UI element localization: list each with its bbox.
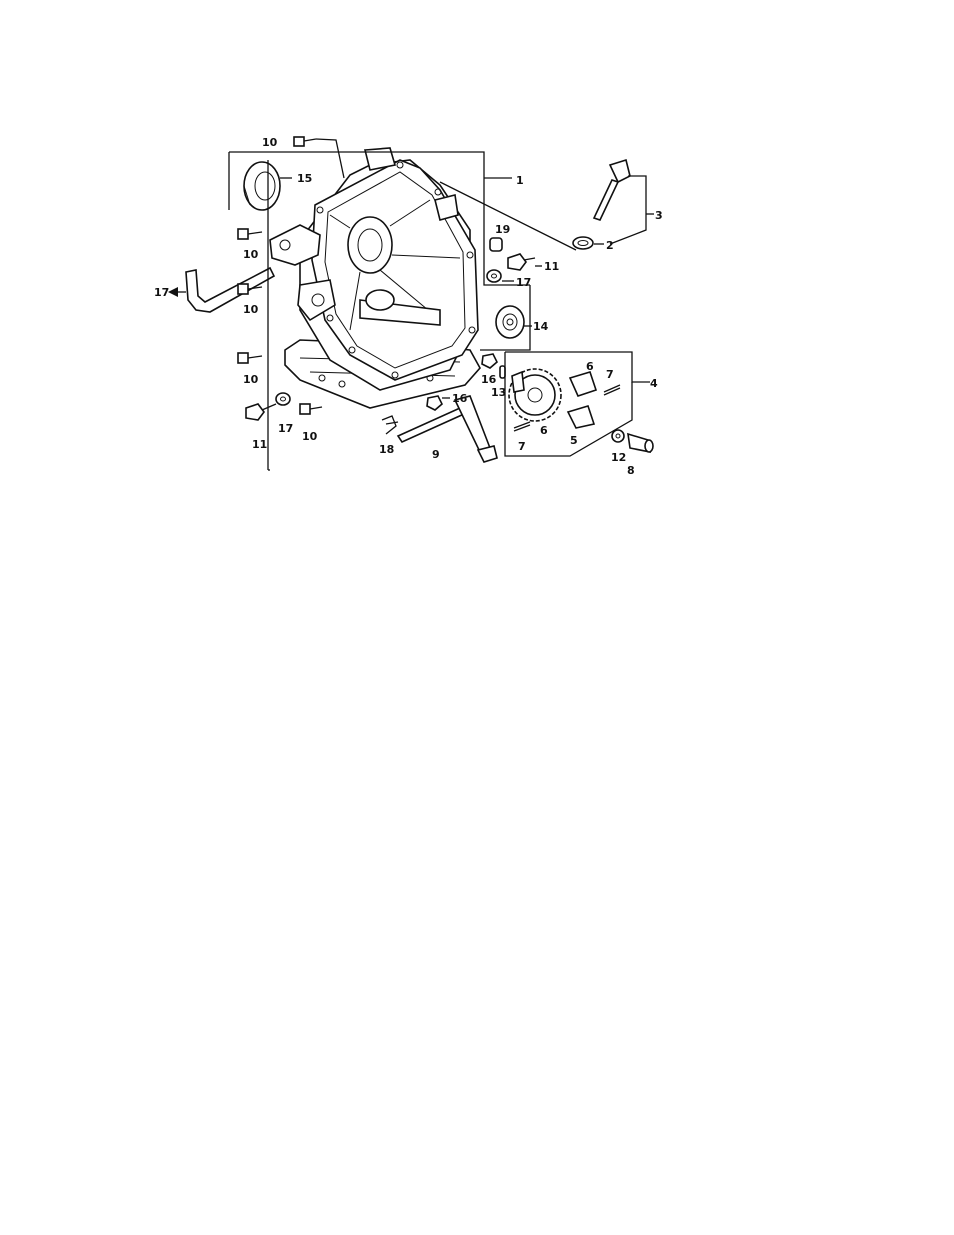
label-6-top: 6	[586, 360, 594, 373]
label-13: 13	[491, 386, 506, 399]
label-7-bottom: 7	[518, 440, 526, 453]
arrow-left-icon	[168, 287, 186, 297]
label-3: 3	[655, 209, 663, 222]
pin-8	[628, 434, 653, 452]
label-12: 12	[611, 451, 626, 464]
crankcase-cover	[270, 148, 480, 408]
label-10-left-a: 10	[243, 248, 259, 261]
o-ring-2	[573, 237, 593, 249]
label-10-left-c: 10	[243, 373, 259, 386]
label-1: 1	[516, 174, 524, 187]
label-14: 14	[533, 320, 549, 333]
label-6-gear: 6	[540, 424, 548, 437]
label-10-left-b: 10	[243, 303, 259, 316]
label-19: 19	[495, 223, 510, 236]
label-15: 15	[297, 172, 312, 185]
label-8: 8	[627, 464, 635, 477]
label-5: 5	[570, 434, 578, 447]
label-18: 18	[379, 443, 394, 456]
label-11-right: 11	[544, 260, 559, 273]
label-7-top: 7	[606, 368, 614, 381]
pin-13	[500, 366, 505, 378]
label-4: 4	[650, 377, 658, 390]
washer-12	[612, 430, 624, 442]
dipstick-3	[594, 160, 630, 220]
label-17-bottom: 17	[278, 422, 293, 435]
bearing-14	[496, 306, 524, 338]
dowel-pin-19	[490, 238, 502, 251]
breather-tube	[186, 268, 274, 312]
label-11-bottom: 11	[252, 438, 267, 451]
label-17-right: 17	[516, 276, 531, 289]
clip-18	[382, 416, 398, 434]
label-10-bottom: 10	[302, 430, 318, 443]
governor-shaft-9	[398, 396, 497, 462]
label-9: 9	[432, 448, 440, 461]
oil-seal-15	[244, 162, 280, 210]
label-17-arrow: 17	[154, 286, 169, 299]
label-16-right: 16	[481, 373, 497, 386]
governor-gear-assembly-4	[509, 369, 620, 431]
label-16-bottom: 16	[452, 392, 468, 405]
label-2: 2	[606, 239, 614, 252]
label-10-top: 10	[262, 136, 278, 149]
